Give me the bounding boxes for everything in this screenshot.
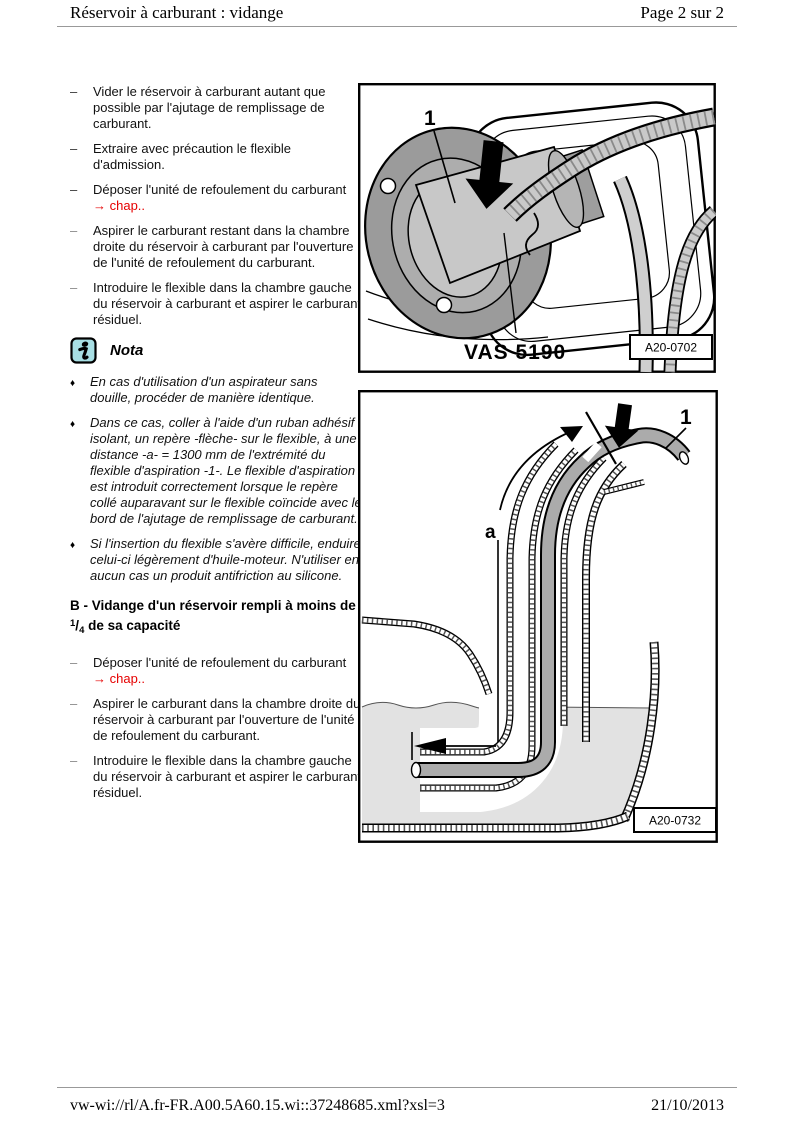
document-uri: vw-wi://rl/A.fr-FR.A00.5A60.15.wi::37248… (70, 1097, 445, 1114)
chapter-link[interactable]: → chap.. (93, 671, 146, 686)
chapter-link[interactable]: → chap.. (93, 198, 146, 213)
dash-bullet: – (70, 655, 78, 670)
dash-bullet: – (70, 753, 78, 768)
instruction-text: Introduire le flexible dans la chambre g… (93, 753, 362, 800)
bolt-hole (379, 177, 397, 195)
tank-walls (361, 616, 660, 833)
dim-label-a: a (485, 522, 496, 543)
instruction-text: Extraire avec précaution le flexible d'a… (93, 141, 291, 172)
info-icon (70, 337, 97, 364)
callout-1: 1 (424, 107, 436, 130)
instruction-text: Vider le réservoir à carburant autant qu… (93, 84, 326, 131)
page-header: Réservoir à carburant : vidange Page 2 s… (57, 0, 737, 27)
nota-text: Dans ce cas, coller à l'aide d'un ruban … (90, 415, 362, 526)
dimension-a: a (411, 411, 617, 760)
diamond-bullet: ♦ (70, 540, 76, 551)
print-date: 21/10/2013 (651, 1097, 724, 1114)
diamond-bullet: ♦ (70, 378, 76, 389)
heading-text: de sa capacité (84, 618, 181, 633)
instruction-item: – Aspirer le carburant restant dans la c… (70, 223, 362, 271)
dash-bullet: – (70, 696, 78, 711)
callout-leader (665, 427, 687, 449)
diamond-bullet: ♦ (70, 419, 76, 430)
bolt-hole (435, 296, 453, 314)
page-number: Page 2 sur 2 (640, 3, 724, 22)
filler-neck-tubes (420, 441, 645, 792)
instruction-item: – Déposer l'unité de refoulement du carb… (70, 655, 362, 687)
instruction-item: – Déposer l'unité de refoulement du carb… (70, 182, 362, 214)
tool-label: VAS 5190 (464, 341, 566, 364)
figure-ref: A20-0702 (645, 341, 697, 355)
insert-arrow-icon (465, 140, 514, 209)
fraction-denominator: 4 (79, 625, 85, 636)
nota-item: ♦ Si l'insertion du flexible s'avère dif… (70, 536, 362, 584)
figure-tank-section: a 1 A20-0732 (358, 390, 718, 843)
instruction-item: – Introduire le flexible dans la chambre… (70, 280, 362, 328)
callout-leader (433, 130, 456, 204)
nota-text: Si l'insertion du flexible s'avère diffi… (90, 536, 361, 583)
figure-filler-neck: 1 VAS 5190 A20-0702 (358, 83, 716, 373)
nota-item: ♦ Dans ce cas, coller à l'aide d'un ruba… (70, 415, 362, 527)
document-title: Réservoir à carburant : vidange (70, 3, 284, 22)
instruction-item: – Vider le réservoir à carburant autant … (70, 84, 362, 132)
dash-bullet: – (70, 141, 78, 156)
nota-item: ♦ En cas d'utilisation d'un aspirateur s… (70, 374, 362, 406)
instruction-text: Aspirer le carburant dans la chambre dro… (93, 696, 361, 743)
dash-bullet: – (70, 223, 78, 238)
fraction-slash: / (75, 618, 80, 633)
dash-bullet: – (70, 280, 78, 295)
tool-leader (503, 232, 517, 334)
page-footer: vw-wi://rl/A.fr-FR.A00.5A60.15.wi::37248… (57, 1087, 737, 1114)
dash-bullet: – (70, 84, 78, 99)
clamp-wire (525, 212, 539, 256)
nota-label: Nota (110, 341, 144, 359)
nota-text: En cas d'utilisation d'un aspirateur san… (90, 374, 318, 405)
instruction-item: – Introduire le flexible dans la chambre… (70, 753, 362, 801)
instruction-item: – Aspirer le carburant dans la chambre d… (70, 696, 362, 744)
tape-marker (582, 441, 602, 463)
instruction-text: Introduire le flexible dans la chambre g… (93, 280, 362, 327)
heading-text: B - Vidange d'un réservoir rempli à moin… (70, 598, 356, 613)
instruction-item: – Extraire avec précaution le flexible d… (70, 141, 362, 173)
callout-1: 1 (680, 406, 692, 429)
instruction-text-part: Déposer l'unité de refoulement du carbur… (93, 655, 347, 670)
insert-arrow-icon (604, 403, 639, 448)
suction-hose (410, 427, 691, 779)
fraction-numerator: 1 (70, 618, 76, 629)
instruction-column: – Vider le réservoir à carburant autant … (70, 84, 362, 810)
dash-bullet: – (70, 182, 78, 197)
figure-ref-badge: A20-0702 (629, 334, 713, 360)
instruction-text: Déposer l'unité de refoulement du carbur… (93, 655, 362, 687)
section-b-heading: B - Vidange d'un réservoir rempli à moin… (70, 597, 362, 640)
figure-ref-badge: A20-0732 (633, 807, 717, 833)
nota-header: Nota (70, 337, 362, 364)
instruction-text: Déposer l'unité de refoulement du carbur… (93, 182, 362, 214)
figure-ref: A20-0732 (649, 814, 701, 828)
instruction-text-part: Déposer l'unité de refoulement du carbur… (93, 182, 347, 197)
instruction-text: Aspirer le carburant restant dans la cha… (93, 223, 354, 270)
